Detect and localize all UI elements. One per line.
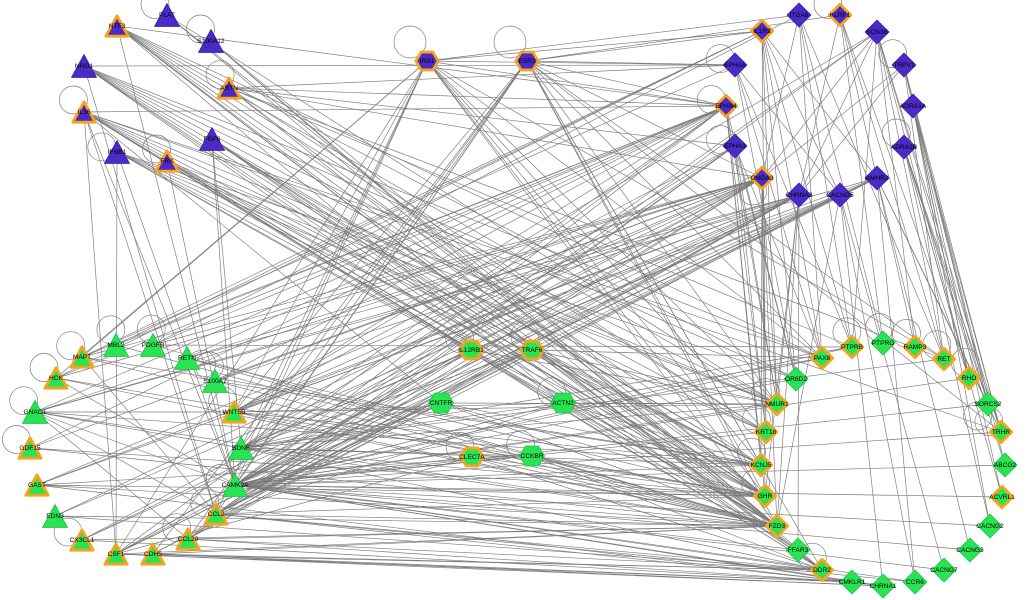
svg-text:CX3CL1: CX3CL1 (70, 537, 95, 544)
svg-text:BDNF: BDNF (232, 445, 250, 452)
svg-text:TRAF6: TRAF6 (522, 347, 543, 354)
svg-text:CDH5: CDH5 (144, 551, 162, 558)
svg-text:S100A12: S100A12 (197, 38, 224, 45)
svg-text:NMUR1: NMUR1 (765, 401, 789, 408)
svg-text:CACNG7: CACNG7 (930, 567, 958, 574)
svg-text:KCNJ5: KCNJ5 (751, 462, 772, 469)
svg-text:NTF3: NTF3 (109, 23, 126, 30)
svg-text:TRHR: TRHR (992, 429, 1011, 436)
svg-text:RHO: RHO (962, 375, 977, 382)
svg-text:GAST: GAST (28, 482, 46, 489)
svg-text:EPHA3: EPHA3 (724, 143, 746, 150)
svg-text:GNAO1: GNAO1 (23, 409, 46, 416)
svg-text:DDR2: DDR2 (813, 567, 831, 574)
svg-text:FGF6: FGF6 (204, 136, 221, 143)
svg-text:PTPRO: PTPRO (872, 340, 895, 347)
svg-text:ESR2: ESR2 (518, 58, 536, 65)
svg-text:RAMP3: RAMP3 (904, 344, 927, 351)
svg-text:FRK: FRK (160, 158, 174, 165)
svg-text:ARTN: ARTN (220, 85, 238, 92)
svg-text:IL12RB1: IL12RB1 (458, 347, 484, 354)
svg-text:PAX8: PAX8 (814, 355, 831, 362)
svg-text:HCK: HCK (49, 375, 64, 382)
svg-text:RET: RET (937, 356, 950, 363)
svg-text:MBL2: MBL2 (107, 342, 125, 349)
svg-text:IRS1: IRS1 (420, 58, 435, 65)
svg-text:EDN3: EDN3 (46, 513, 64, 520)
svg-text:CACNG2: CACNG2 (976, 523, 1004, 530)
svg-text:ADRA1A: ADRA1A (900, 103, 927, 110)
svg-text:IL1R2: IL1R2 (753, 28, 771, 35)
svg-text:CNGA3: CNGA3 (751, 175, 774, 182)
svg-text:ADRA1B: ADRA1B (891, 144, 918, 151)
svg-text:CHRNA3: CHRNA3 (785, 192, 812, 199)
svg-text:FZD3: FZD3 (769, 523, 786, 530)
svg-text:CACNG3: CACNG3 (956, 547, 984, 554)
svg-text:FFAR3: FFAR3 (788, 547, 809, 554)
svg-text:EPHA4: EPHA4 (715, 103, 737, 110)
svg-text:CAMK2A: CAMK2A (221, 482, 249, 489)
svg-text:GDF15: GDF15 (19, 445, 41, 452)
svg-text:CACNG5: CACNG5 (826, 192, 854, 199)
svg-text:ACTN2: ACTN2 (552, 400, 574, 407)
svg-text:IFNB1: IFNB1 (108, 149, 127, 156)
svg-text:TRPV1: TRPV1 (893, 62, 915, 69)
svg-text:KLRF1: KLRF1 (830, 12, 851, 19)
svg-text:CSF1: CSF1 (108, 551, 125, 558)
svg-text:NRG1: NRG1 (75, 63, 94, 70)
svg-text:CNTFR: CNTFR (430, 400, 453, 407)
svg-text:SORCS2: SORCS2 (974, 401, 1001, 408)
svg-text:ABCG2: ABCG2 (994, 462, 1017, 469)
svg-text:PLAT: PLAT (159, 12, 175, 19)
svg-text:GHR: GHR (758, 493, 773, 500)
svg-text:CCKBR: CCKBR (520, 453, 543, 460)
svg-text:PTPRB: PTPRB (841, 344, 864, 351)
svg-text:IL36: IL36 (78, 109, 91, 116)
svg-text:OR8D2: OR8D2 (785, 376, 807, 383)
svg-text:KRT18: KRT18 (756, 429, 777, 436)
svg-text:SCN3B: SCN3B (866, 29, 889, 36)
svg-text:S100A7: S100A7 (203, 378, 227, 385)
svg-text:PDGFB: PDGFB (142, 342, 165, 349)
svg-text:RETN: RETN (178, 355, 196, 362)
svg-text:ITGA8: ITGA8 (789, 12, 808, 19)
svg-text:CCL20: CCL20 (178, 536, 199, 543)
svg-text:WNT5B: WNT5B (222, 409, 246, 416)
svg-text:EPHA5: EPHA5 (724, 62, 746, 69)
svg-text:ACVRL1: ACVRL1 (989, 494, 1015, 501)
svg-text:AMHR2: AMHR2 (865, 175, 888, 182)
svg-text:CCR6: CCR6 (906, 579, 924, 586)
svg-text:CHRNA1: CHRNA1 (869, 583, 896, 590)
svg-text:CMKLR1: CMKLR1 (839, 579, 866, 586)
svg-text:CLEC7A: CLEC7A (459, 454, 485, 461)
svg-text:MAPT: MAPT (73, 354, 91, 361)
svg-text:CCL2: CCL2 (208, 511, 225, 518)
